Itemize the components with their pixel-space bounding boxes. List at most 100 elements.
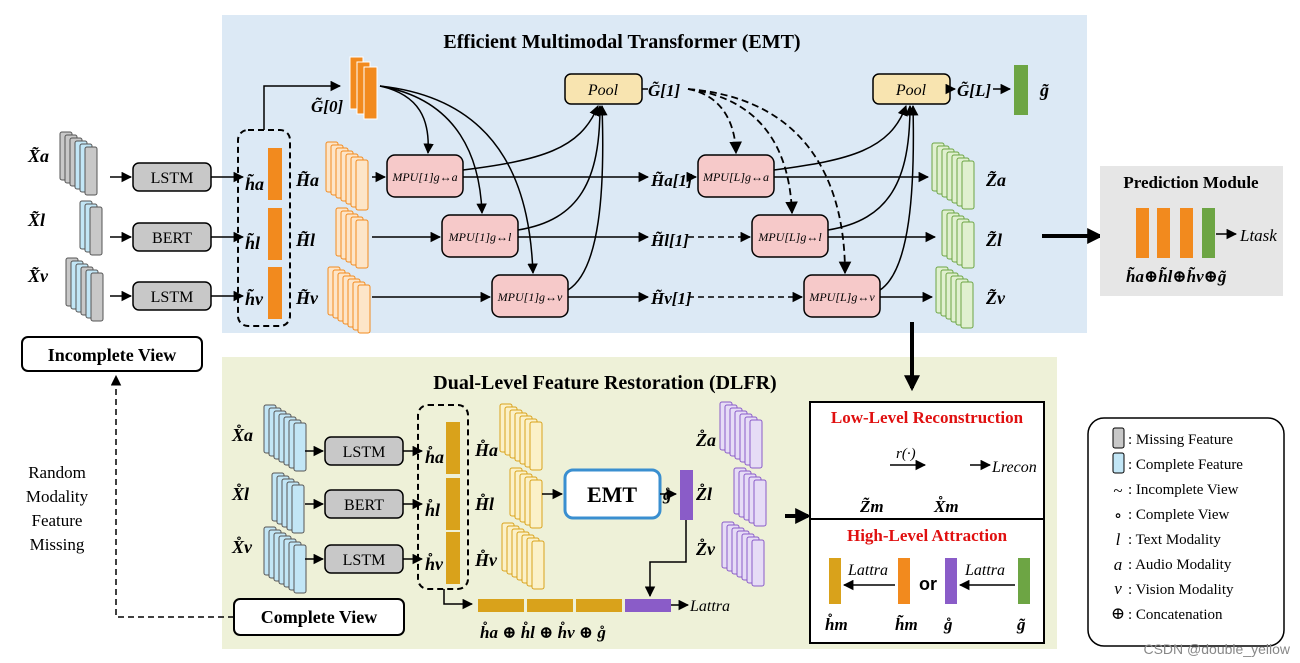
legend-item-7: : Concatenation [1128, 607, 1223, 623]
legend-item-2: : Incomplete View [1128, 482, 1239, 498]
H-label-v: H̃v [295, 288, 319, 308]
encoder-lstm-v-label: LSTM [151, 289, 194, 306]
g0-label: G̃[0] [311, 97, 343, 116]
input-stack-l [79, 200, 103, 256]
dlfr-Z-label-l: Z̊l [695, 482, 712, 504]
g1-label: G̃[1] [648, 81, 680, 100]
random-label-3: Feature [32, 511, 83, 530]
legend-blue-swatch [1112, 452, 1125, 474]
h-bar-l [268, 208, 282, 260]
dlfr-g-bar [680, 470, 693, 520]
low-level-func: r(·) [896, 446, 916, 462]
dlfr-input-label-xv: X̊v [231, 536, 253, 557]
low-level-from: Z̃m [859, 497, 884, 516]
input-stack-v [65, 257, 104, 322]
dlfr-H-label-l: H̊l [474, 493, 494, 514]
dlfr-encoder-lstm-a-label: LSTM [343, 444, 386, 461]
legend-item-1: : Complete Feature [1128, 457, 1243, 473]
high-level-label-g-ring: g̊ [943, 615, 953, 634]
input-label-xv: X̃v [27, 266, 49, 286]
dlfr-input-stack-v [263, 526, 307, 594]
high-level-title: High-Level Attraction [847, 526, 1008, 545]
prediction-formula: h̃a⊕h̃l⊕h̃v⊕g̃ [1126, 266, 1227, 286]
gL-label: G̃[L] [957, 81, 991, 100]
pool-label-1: Pool [587, 82, 619, 99]
h-label-a: h̃a [245, 173, 264, 194]
H-label-l: H̃l [295, 230, 315, 250]
dlfr-h-label-a: h̊a [425, 445, 444, 467]
dlfr-H-stack-v [501, 522, 545, 590]
dlfr-h-bar-v [446, 532, 460, 584]
g-tilde-label: g̃ [1039, 80, 1049, 100]
dlfr-input-stack-a [263, 404, 307, 472]
legend-a-symbol: a [1114, 555, 1123, 574]
dlfr-input-stack-l [271, 472, 305, 534]
mpu1-l-label: MPU[1]g↔l [448, 230, 512, 244]
watermark: CSDN @double_yellow [1143, 641, 1290, 657]
dlfr-input-label-xl: X̊l [231, 483, 249, 504]
dlfr-Z-stack-a [719, 401, 763, 469]
dlfr-h-label-l: h̊l [425, 498, 440, 520]
legend-oplus-symbol: ⊕ [1111, 604, 1125, 623]
mpu1-a [386, 154, 464, 198]
legend-tilde-symbol: ~ [1113, 481, 1122, 500]
mpu1-v [491, 274, 569, 318]
pool-label-L: Pool [895, 82, 927, 99]
h-label-v: h̃v [245, 288, 264, 309]
H-stack-l [335, 207, 369, 269]
dlfr-Z-label-v: Z̊v [695, 537, 716, 559]
Z-label-v: Z̃v [985, 288, 1006, 308]
Z-stack-v [935, 266, 974, 329]
mpu1-l [441, 214, 519, 258]
h-bar-v [268, 267, 282, 319]
dlfr-concat-formula: h̊a ⊕ h̊l ⊕ h̊v ⊕ g̊ [480, 621, 606, 642]
emt-title: Efficient Multimodal Transformer (EMT) [443, 31, 800, 53]
dlfr-H-label-v: H̊v [474, 549, 498, 570]
low-level-box [809, 401, 1045, 520]
Z-label-l: Z̃l [985, 230, 1002, 250]
H-label-a: H̃a [295, 170, 319, 190]
dlfr-emt-label: EMT [587, 482, 637, 507]
dlfr-H-label-a: H̊a [474, 439, 498, 460]
input-stack-a [59, 131, 98, 196]
high-level-label-h-tilde: h̃m [895, 614, 918, 634]
dlfr-h-bar-l [446, 478, 460, 530]
Z-stack-a [931, 142, 975, 210]
H1-label-a: H̃a[1] [650, 171, 693, 190]
prediction-title: Prediction Module [1123, 173, 1259, 192]
low-level-loss: Lrecon [991, 459, 1037, 476]
mpuL-v [803, 274, 881, 318]
h-bar-a [268, 148, 282, 200]
legend-item-5: : Audio Modality [1128, 557, 1232, 573]
mpuL-l-label: MPU[L]g↔l [757, 230, 822, 244]
legend-gray-swatch [1112, 427, 1125, 449]
dlfr-h-group [417, 404, 469, 590]
mpu1-a-label: MPU[1]g↔a [391, 170, 457, 184]
legend-box [1087, 417, 1285, 647]
dlfr-Z-stack-v [721, 521, 765, 587]
legend-item-4: : Text Modality [1128, 532, 1221, 548]
dlfr-h-bar-a [446, 422, 460, 474]
mpuL-a [697, 154, 775, 198]
dlfr-h-label-v: h̊v [425, 552, 444, 574]
random-label-2: Modality [26, 487, 89, 506]
high-level-or: or [919, 574, 937, 594]
H-stack-v [327, 266, 371, 334]
legend-l-symbol: l [1116, 530, 1121, 549]
legend-item-0: : Missing Feature [1128, 432, 1233, 448]
complete-view-label: Complete View [261, 607, 377, 627]
high-level-loss-2: Lattra [964, 562, 1005, 579]
dlfr-Z-stack-l [733, 467, 767, 527]
Z-label-a: Z̃a [985, 170, 1006, 190]
mpuL-l [751, 214, 829, 258]
random-label-1: Random [28, 463, 86, 482]
H1-label-l: H̃l[1] [650, 231, 689, 250]
mpuL-a-label: MPU[L]g↔a [702, 170, 769, 184]
input-label-xa: X̃a [27, 146, 49, 166]
high-level-label-h-ring: h̊m [825, 613, 848, 634]
dlfr-H-stack-l [509, 467, 543, 529]
legend-item-3: : Complete View [1128, 507, 1229, 523]
incomplete-view-box [21, 336, 203, 372]
dlfr-encoder-lstm-v-label: LSTM [343, 552, 386, 569]
